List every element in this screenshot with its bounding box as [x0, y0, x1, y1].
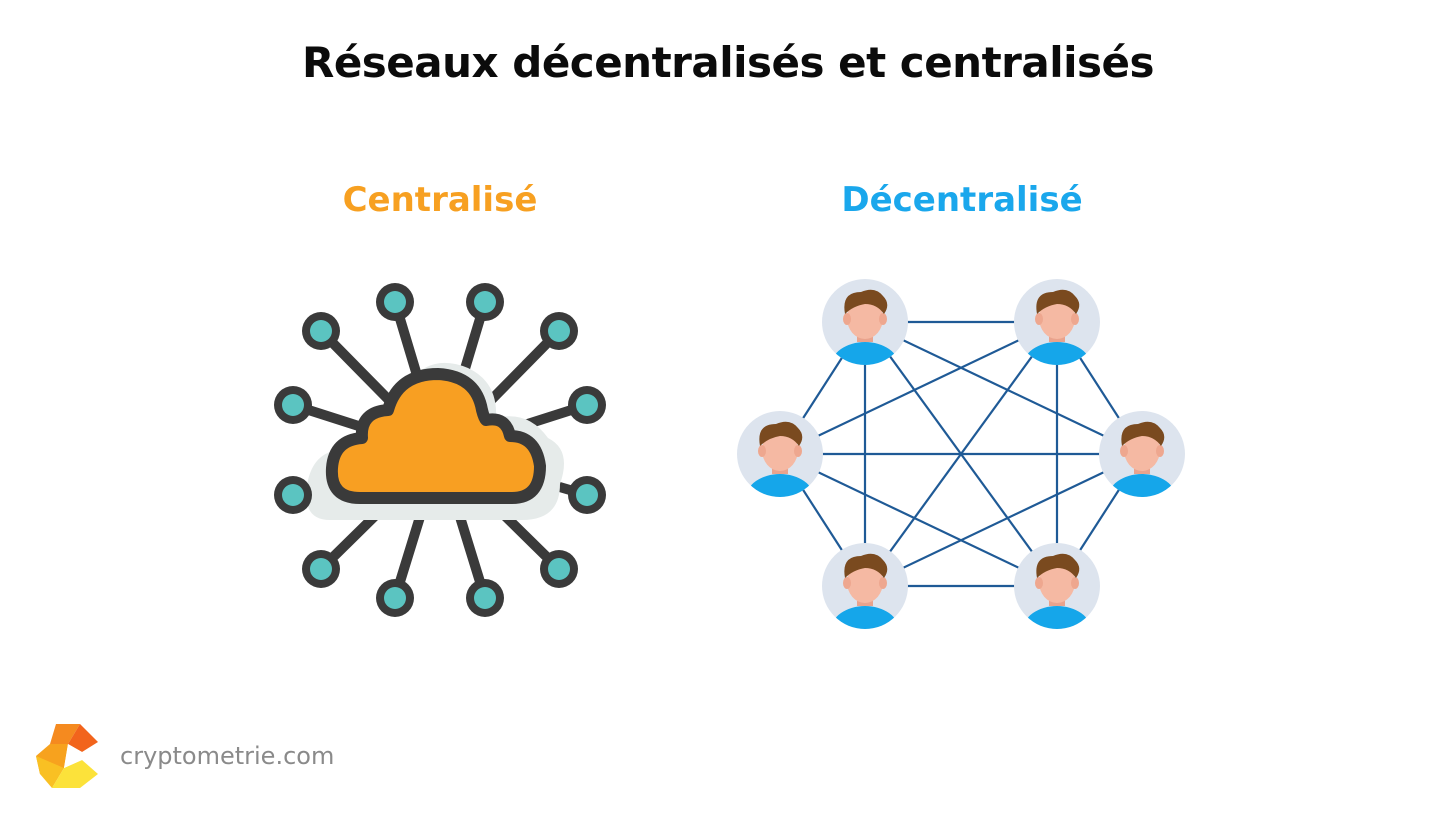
avatar-hair	[844, 553, 888, 578]
avatar-ear	[879, 577, 887, 589]
network-node	[568, 476, 606, 514]
avatar-ear	[794, 445, 802, 457]
centralized-network-diagram	[274, 283, 606, 617]
mesh-link	[864, 453, 1143, 587]
cryptometrie-logo-icon	[36, 724, 98, 788]
avatar-ear	[843, 313, 851, 325]
node-dot	[474, 587, 496, 609]
user-avatar-icon	[822, 279, 908, 365]
user-avatar-icon	[1014, 279, 1100, 365]
avatar-body	[1023, 606, 1091, 629]
avatar-head	[1039, 297, 1075, 339]
node-dot	[310, 558, 332, 580]
decentralized-network-diagram	[737, 279, 1185, 629]
network-node	[540, 312, 578, 350]
user-avatar-icon	[737, 411, 823, 497]
avatar-head	[847, 297, 883, 339]
brand-name: cryptometrie.com	[120, 742, 335, 770]
network-node	[376, 579, 414, 617]
decentralized-heading: Décentralisé	[841, 180, 1083, 220]
avatar-body	[831, 342, 899, 365]
node-dot	[474, 291, 496, 313]
mesh-link	[779, 321, 1058, 455]
node-dot	[282, 394, 304, 416]
avatar-ear	[1120, 445, 1128, 457]
avatar-ear	[1071, 313, 1079, 325]
avatar-ear	[1035, 577, 1043, 589]
avatar-hair	[1036, 289, 1080, 314]
network-node	[376, 283, 414, 321]
avatar-ear	[843, 577, 851, 589]
network-node	[568, 386, 606, 424]
avatar-ear	[879, 313, 887, 325]
network-node	[274, 386, 312, 424]
avatar-hair	[844, 289, 888, 314]
avatar-head	[1124, 429, 1160, 471]
user-avatar-icon	[1014, 543, 1100, 629]
avatar-ear	[1035, 313, 1043, 325]
network-node	[302, 550, 340, 588]
avatar-hair	[1036, 553, 1080, 578]
avatar-body	[746, 474, 814, 497]
centralized-nodes	[274, 283, 606, 617]
user-avatar-icon	[822, 543, 908, 629]
mesh-links	[779, 320, 1143, 588]
network-node	[466, 579, 504, 617]
page-title: Réseaux décentralisés et centralisés	[301, 38, 1155, 87]
avatar-hair	[1121, 421, 1165, 446]
mesh-link	[864, 321, 1143, 455]
user-avatar-icon	[1099, 411, 1185, 497]
avatar-head	[847, 561, 883, 603]
avatar-body	[1108, 474, 1176, 497]
network-node	[466, 283, 504, 321]
avatar-hair	[759, 421, 803, 446]
avatar-body	[1023, 342, 1091, 365]
node-dot	[548, 558, 570, 580]
node-dot	[576, 484, 598, 506]
avatar-head	[762, 429, 798, 471]
network-node	[540, 550, 578, 588]
avatar-ear	[758, 445, 766, 457]
node-dot	[282, 484, 304, 506]
avatar-ear	[1156, 445, 1164, 457]
avatar-body	[831, 606, 899, 629]
network-node	[302, 312, 340, 350]
node-dot	[310, 320, 332, 342]
node-dot	[548, 320, 570, 342]
cloud-hub-icon	[306, 362, 564, 520]
node-dot	[384, 291, 406, 313]
brand: cryptometrie.com	[36, 722, 334, 790]
node-dot	[384, 587, 406, 609]
mesh-link	[779, 453, 1058, 587]
avatar-head	[1039, 561, 1075, 603]
centralized-heading: Centralisé	[342, 180, 538, 220]
mesh-nodes	[737, 279, 1185, 629]
avatar-ear	[1071, 577, 1079, 589]
node-dot	[576, 394, 598, 416]
network-node	[274, 476, 312, 514]
